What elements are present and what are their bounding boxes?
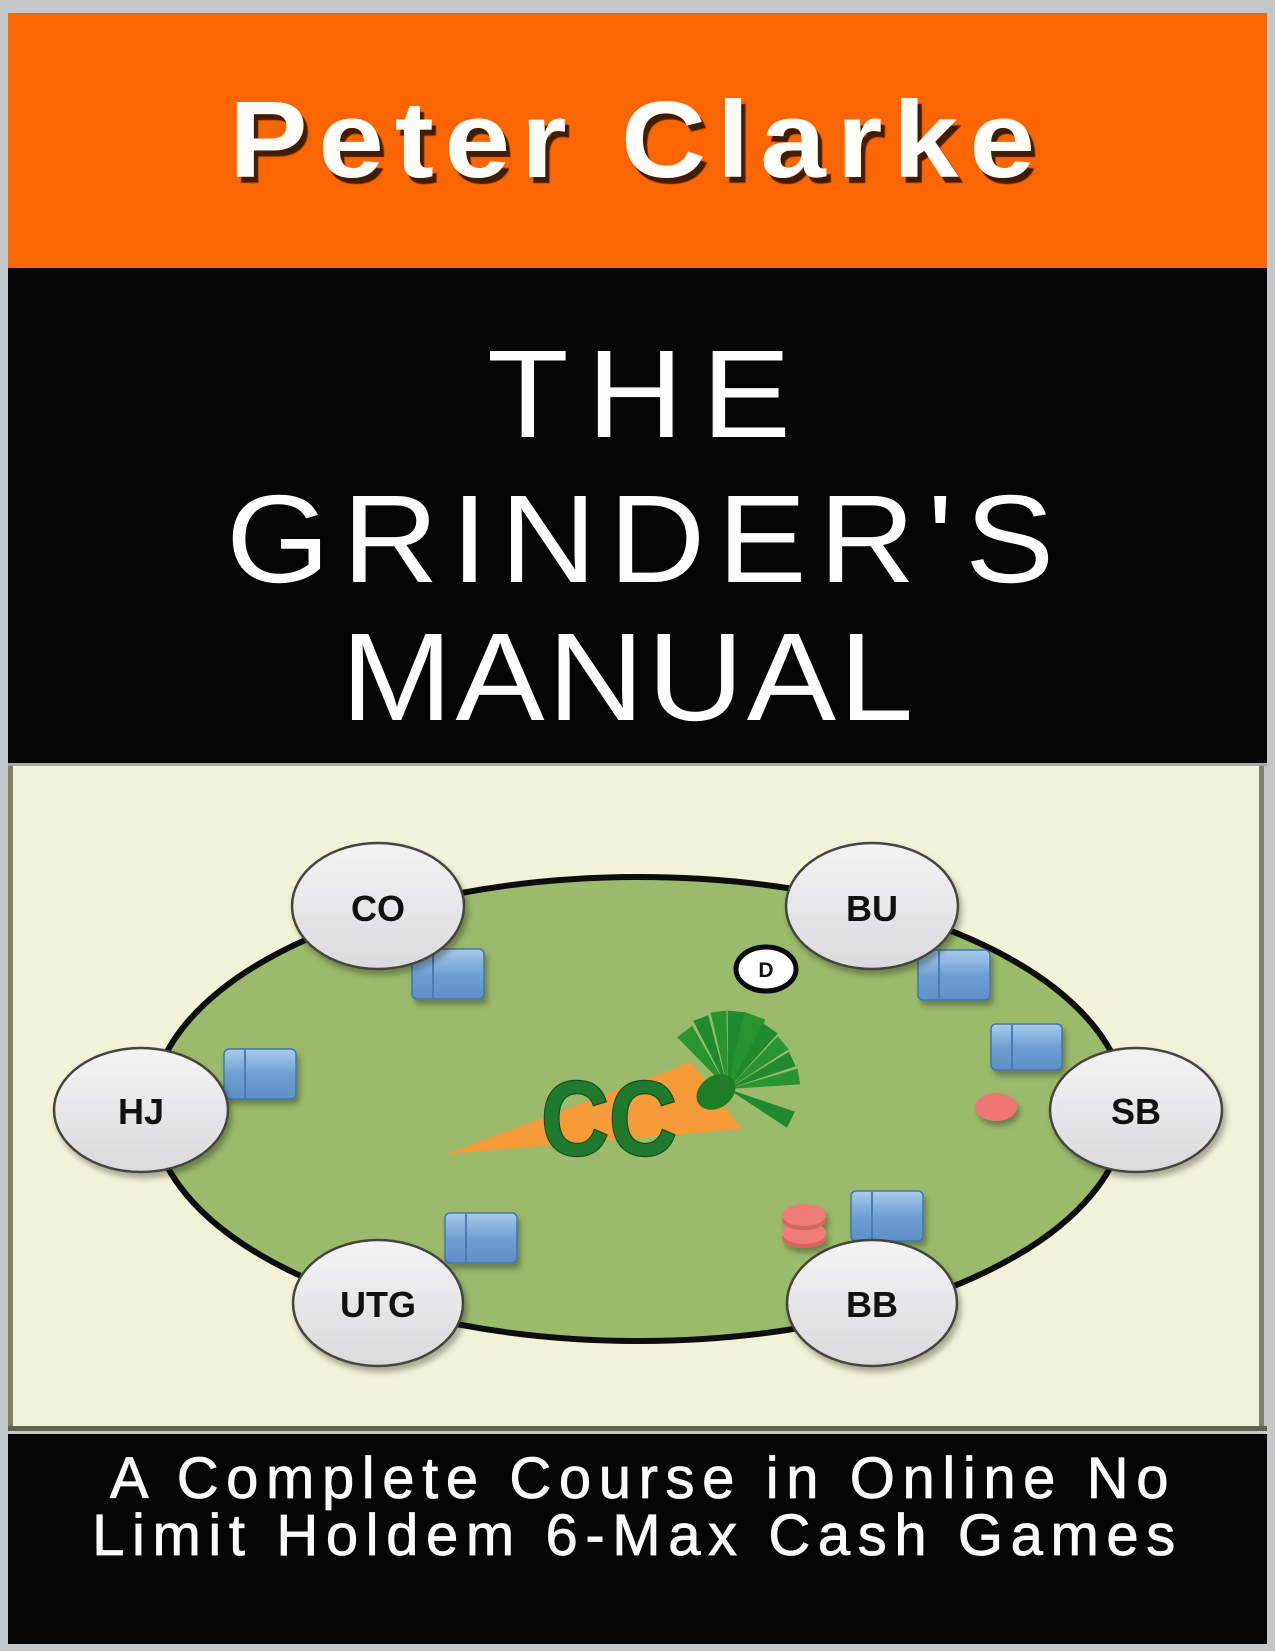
- svg-text:HJ: HJ: [118, 1091, 164, 1132]
- svg-text:UTG: UTG: [340, 1284, 416, 1325]
- svg-text:CO: CO: [351, 888, 405, 929]
- svg-text:CC: CC: [541, 1060, 677, 1178]
- svg-text:BB: BB: [846, 1284, 898, 1325]
- svg-text:D: D: [758, 959, 773, 982]
- svg-text:SB: SB: [1111, 1091, 1161, 1132]
- svg-text:BU: BU: [846, 888, 898, 929]
